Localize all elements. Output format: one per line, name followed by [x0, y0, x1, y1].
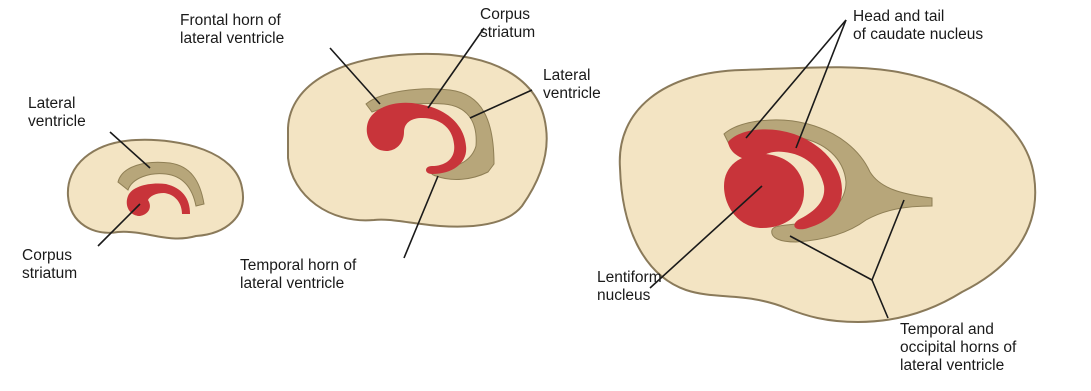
- label-small-corpus-striatum: Corpus striatum: [22, 247, 77, 283]
- label-mid-temporal-horn: Temporal horn of lateral ventricle: [240, 257, 356, 293]
- label-large-lentiform: Lentiform nucleus: [597, 269, 662, 305]
- label-mid-corpus-striatum: Corpus striatum: [480, 6, 535, 42]
- brain-section-early-icon: [68, 140, 243, 239]
- brain-section-middle-icon: [288, 54, 547, 227]
- label-large-caudate: Head and tail of caudate nucleus: [853, 8, 983, 44]
- mid-brain-outline: [288, 54, 547, 227]
- label-small-lateral-ventricle: Lateral ventricle: [28, 95, 86, 131]
- brain-section-late-icon: [620, 67, 1035, 322]
- label-large-temporal-occipital: Temporal and occipital horns of lateral …: [900, 321, 1016, 375]
- label-mid-lateral-ventricle: Lateral ventricle: [543, 67, 601, 103]
- label-mid-frontal-horn: Frontal horn of lateral ventricle: [180, 12, 284, 48]
